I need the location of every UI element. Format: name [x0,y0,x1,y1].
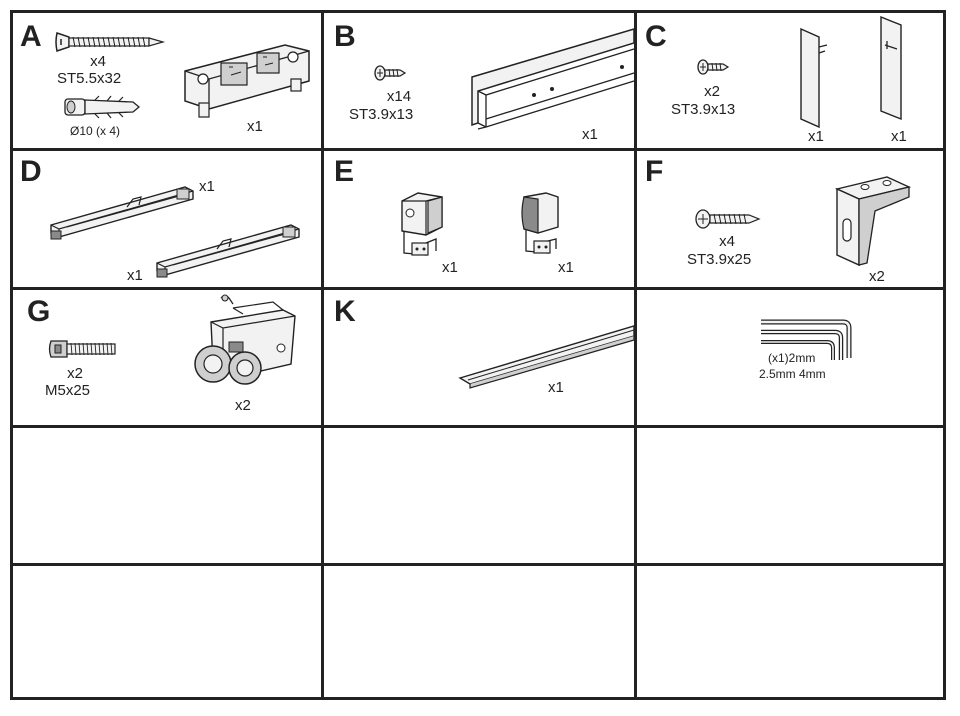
empty-cell [324,566,634,700]
stop1-qty-e: x1 [442,259,458,276]
screw-qty-f: x4 [719,233,735,250]
empty-cell [637,566,946,700]
wood-screw-icon [55,32,166,52]
cell-f: F x4 ST3.9x25 x2 [637,151,946,287]
soft-close-damper-icon [50,186,194,240]
part-letter-f: F [645,155,664,188]
stop2-qty-e: x1 [558,259,574,276]
empty-cell [13,566,321,700]
screw-spec-b: ST3.9x13 [349,106,414,123]
end-plate-icon [800,27,828,129]
small-screw-icon [374,65,407,81]
cell-d: D x1 x1 [13,151,321,287]
grid-divider [13,287,943,290]
damper2-qty-d: x1 [127,267,143,284]
cell-k: K x1 [324,290,635,425]
hex-sizes-line: 2.5mm 4mm [759,367,826,381]
screw-spec-a: ST5.5x32 [57,70,122,87]
bracket-qty-a: x1 [247,118,263,135]
grid-divider [321,13,324,697]
soft-close-damper-icon [156,224,300,278]
small-screw-icon [697,59,730,75]
empty-cell [637,428,946,563]
guide-qty-k: x1 [548,379,564,396]
grid-divider [13,425,943,428]
damper1-qty-d: x1 [199,178,215,195]
part-letter-b: B [334,20,356,53]
part-letter-e: E [334,155,355,188]
roller-carriage-icon [194,294,296,385]
empty-cell [13,428,321,563]
cell-c: C x2 ST3.9x13 x1 x1 [637,13,946,148]
top-track-rail-icon [471,27,635,130]
floor-guide-rail-icon [458,325,635,389]
ceiling-bracket-icon [184,44,310,118]
plate1-qty-c: x1 [808,128,824,145]
screw-qty-c: x2 [704,83,720,100]
door-stop-icon [401,192,443,256]
screw-spec-c: ST3.9x13 [671,101,736,118]
empty-cell [324,428,634,563]
bolt-qty-g: x2 [67,365,83,382]
part-letter-g: G [27,295,51,328]
cell-hex-keys: (x1)2mm 2.5mm 4mm [637,290,946,425]
bolt-spec-g: M5x25 [45,382,91,399]
wall-anchor-icon [64,95,141,119]
wall-bracket-icon [834,176,912,267]
screw-qty-b: x14 [386,88,412,105]
door-stop-icon [521,192,559,254]
screw-spec-f: ST3.9x25 [687,251,752,268]
grid-divider [13,563,943,566]
cell-e: E x1 x1 [324,151,634,287]
wood-screw-icon [695,209,761,229]
grid-divider [634,13,637,697]
part-letter-c: C [645,20,667,53]
cell-g: G x2 M5x25 x2 [13,290,321,425]
plate2-qty-c: x1 [891,128,907,145]
parts-grid: A x4 ST5.5x32 Ø10 (x 4) x1 [10,10,946,700]
anchor-spec-a: Ø10 (x 4) [70,124,121,138]
part-letter-d: D [20,155,42,188]
roller-qty-g: x2 [235,397,251,414]
bracket-qty-f: x2 [869,268,885,285]
cell-b: B x14 ST3.9x13 x1 [324,13,635,148]
screw-qty-a: x4 [90,53,106,70]
end-plate-icon [880,15,902,121]
cell-a: A x4 ST5.5x32 Ø10 (x 4) x1 [13,13,321,148]
hex-key-set-icon [761,319,852,360]
part-letter-a: A [20,20,42,53]
rail-qty-b: x1 [582,126,598,143]
hex-bolt-icon [48,340,116,358]
grid-divider [13,148,943,151]
hex-qty-line: (x1)2mm [768,351,816,365]
part-letter-k: K [334,295,356,328]
